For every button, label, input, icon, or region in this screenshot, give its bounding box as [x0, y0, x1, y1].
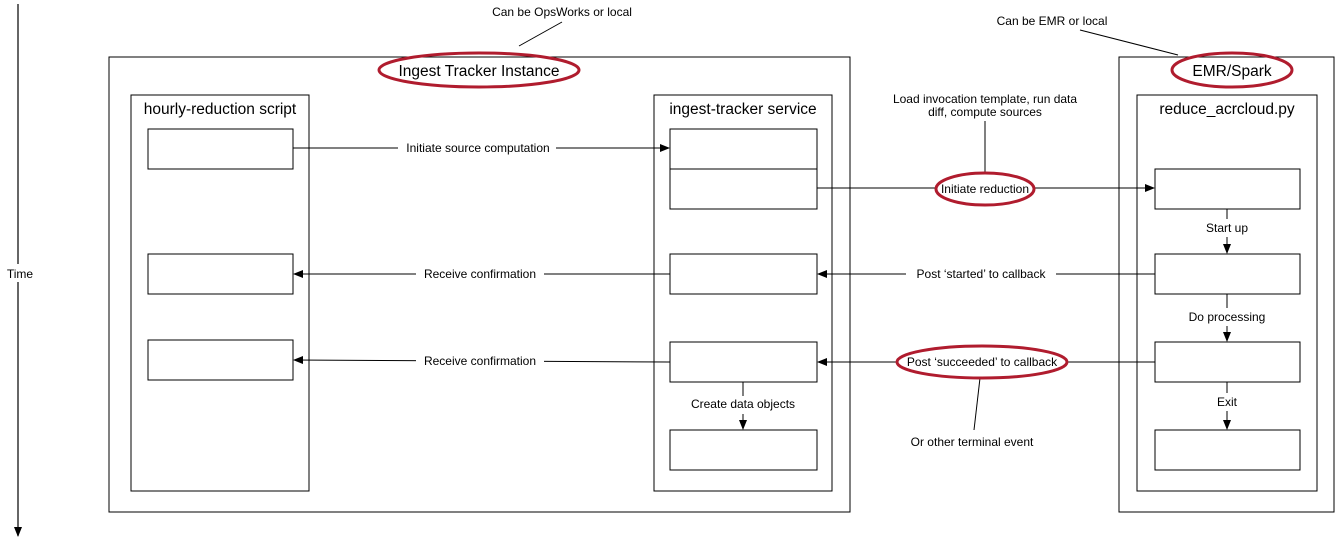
service-step-5: [669, 429, 818, 471]
reduce-acrcloud-title: reduce_acrcloud.py: [1159, 101, 1295, 118]
emr-step-4: [1154, 429, 1301, 471]
label-post-started: Post ‘started’ to callback: [917, 267, 1047, 281]
service-step-1: [669, 128, 818, 170]
label-initiate-reduction: Initiate reduction: [941, 182, 1029, 196]
label-exit: Exit: [1217, 395, 1238, 409]
label-load-template-line2: diff, compute sources: [928, 105, 1042, 119]
ingest-note: Can be OpsWorks or local: [492, 5, 632, 19]
time-label: Time: [7, 267, 34, 281]
emr-spark-highlight-ellipse: [1170, 51, 1294, 89]
label-do-processing: Do processing: [1189, 310, 1266, 324]
hourly-reduction-script-title: hourly-reduction script: [144, 101, 297, 118]
ingest-note-connector: [518, 21, 563, 47]
label-other-terminal: Or other terminal event: [911, 435, 1034, 449]
service-step-3: [669, 253, 818, 295]
emr-spark-title: EMR/Spark: [1192, 63, 1271, 80]
script-step-3: [147, 339, 294, 381]
other-terminal-connector: [973, 377, 981, 431]
script-step-2: [147, 253, 294, 295]
label-receive-confirmation-1: Receive confirmation: [424, 267, 536, 281]
ingest-tracker-highlight-ellipse: [377, 51, 581, 89]
emr-step-3: [1154, 341, 1301, 383]
post-succeeded-ellipse: [895, 344, 1069, 380]
label-initiate-source: Initiate source computation: [406, 141, 549, 155]
ingest-tracker-instance-title: Ingest Tracker Instance: [398, 63, 559, 80]
service-step-4: [669, 341, 818, 383]
emr-step-1: [1154, 168, 1301, 210]
ingest-tracker-service-title: ingest-tracker service: [669, 101, 816, 118]
label-start-up: Start up: [1206, 221, 1248, 235]
label-post-succeeded: Post ‘succeeded’ to callback: [907, 355, 1058, 369]
script-step-1: [147, 128, 294, 170]
initiate-reduction-ellipse: [934, 171, 1036, 207]
emr-note: Can be EMR or local: [997, 14, 1108, 28]
emr-step-2: [1154, 253, 1301, 295]
emr-note-connector: [1079, 29, 1179, 56]
label-load-template-line1: Load invocation template, run data: [893, 92, 1077, 106]
label-receive-confirmation-2: Receive confirmation: [424, 354, 536, 368]
service-step-2: [669, 168, 818, 210]
label-create-data-objects: Create data objects: [691, 397, 795, 411]
